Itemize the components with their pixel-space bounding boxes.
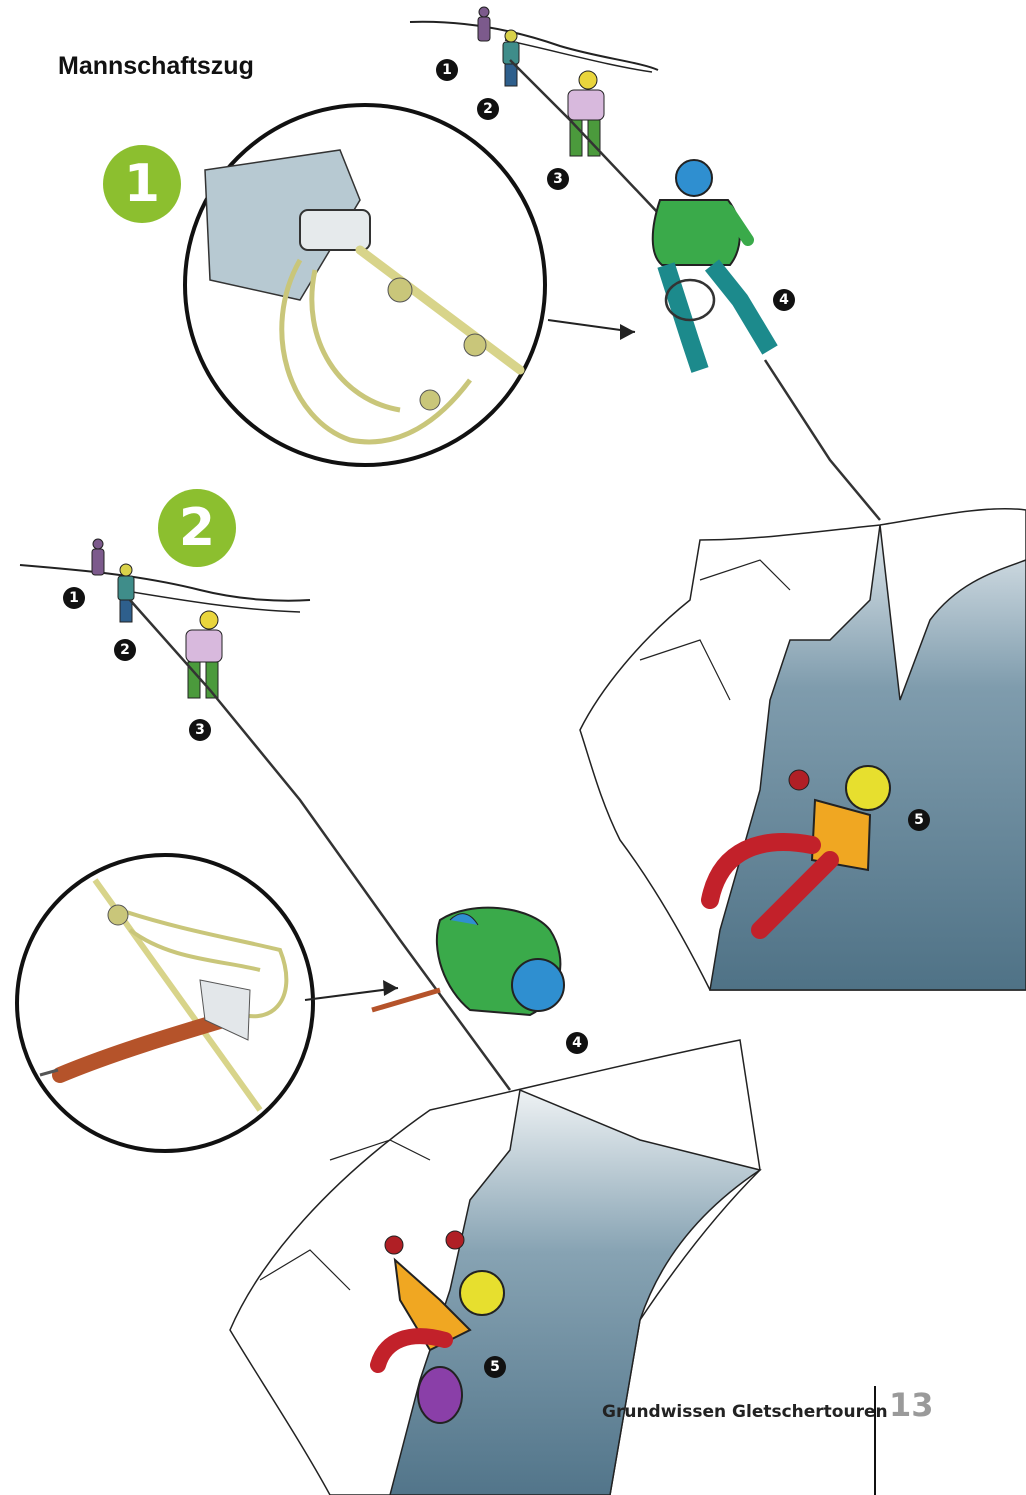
climber-1-top [478,7,490,41]
climber-4-scene-1 [653,160,770,370]
marker-3-scene-2: 3 [189,719,211,741]
climber-3-top [568,71,604,156]
marker-3-scene-1: 3 [547,168,569,190]
climber-2-top [503,30,519,86]
zoom-detail-2 [17,855,313,1151]
footer-book-title: Grundwissen Gletschertouren [602,1402,888,1422]
marker-2-scene-2: 2 [114,639,136,661]
step-badge-1: 1 [103,145,181,223]
crevasse-1 [580,509,1026,990]
footer-divider [874,1386,876,1495]
climber-4-scene-2 [372,908,564,1015]
zoom-detail-1 [185,105,545,465]
marker-4-scene-2: 4 [566,1032,588,1054]
marker-5-scene-1: 5 [908,809,930,831]
climber-1-scene-2 [92,539,104,575]
climber-2-scene-2 [118,564,134,622]
page-number: 13 [889,1386,934,1424]
marker-4-scene-1: 4 [773,289,795,311]
marker-1-scene-2: 1 [63,587,85,609]
marker-5-scene-2: 5 [484,1356,506,1378]
step-badge-2: 2 [158,489,236,567]
crevasse-2 [230,1040,760,1495]
marker-2-scene-1: 2 [477,98,499,120]
marker-1-scene-1: 1 [436,59,458,81]
